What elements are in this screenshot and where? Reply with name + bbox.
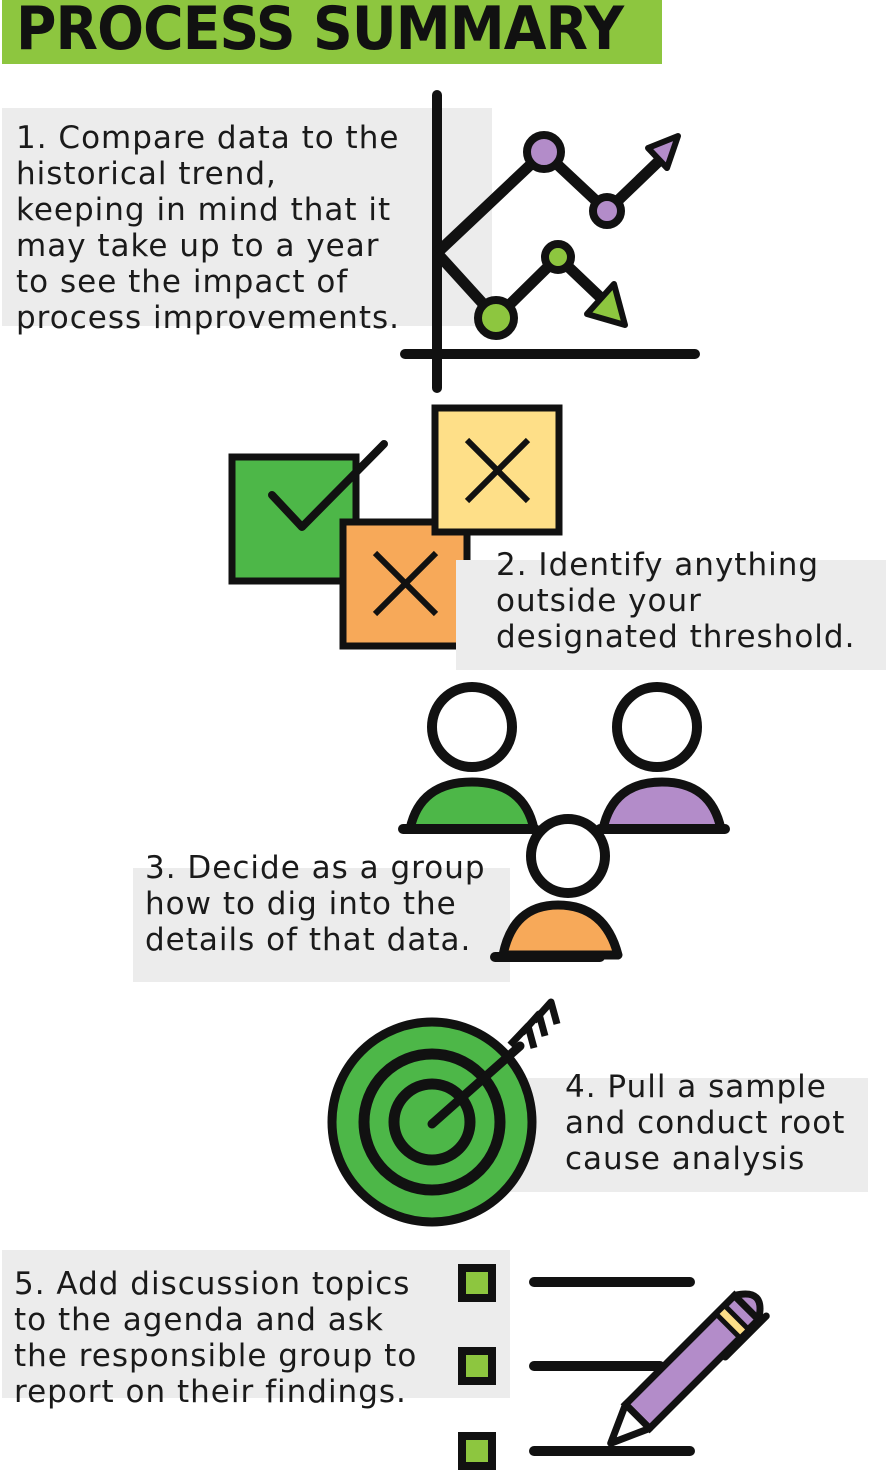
page-title: PROCESS SUMMARY <box>16 0 624 64</box>
step-2-text: 2. Identify anything outside your design… <box>496 547 856 655</box>
step-4-text: 4. Pull a sample and conduct root cause … <box>565 1069 846 1177</box>
step-1-text: 1. Compare data to the historical trend,… <box>16 120 400 336</box>
step-5-text: 5. Add discussion topics to the agenda a… <box>14 1266 418 1410</box>
step-4-panel <box>500 1078 868 1192</box>
step-3-panel <box>133 868 510 982</box>
step-3-text: 3. Decide as a group how to dig into the… <box>145 850 486 958</box>
step-2-panel <box>456 560 886 670</box>
step-1-panel <box>2 108 492 326</box>
step-5-panel <box>2 1250 510 1398</box>
title-banner: PROCESS SUMMARY <box>2 0 662 64</box>
